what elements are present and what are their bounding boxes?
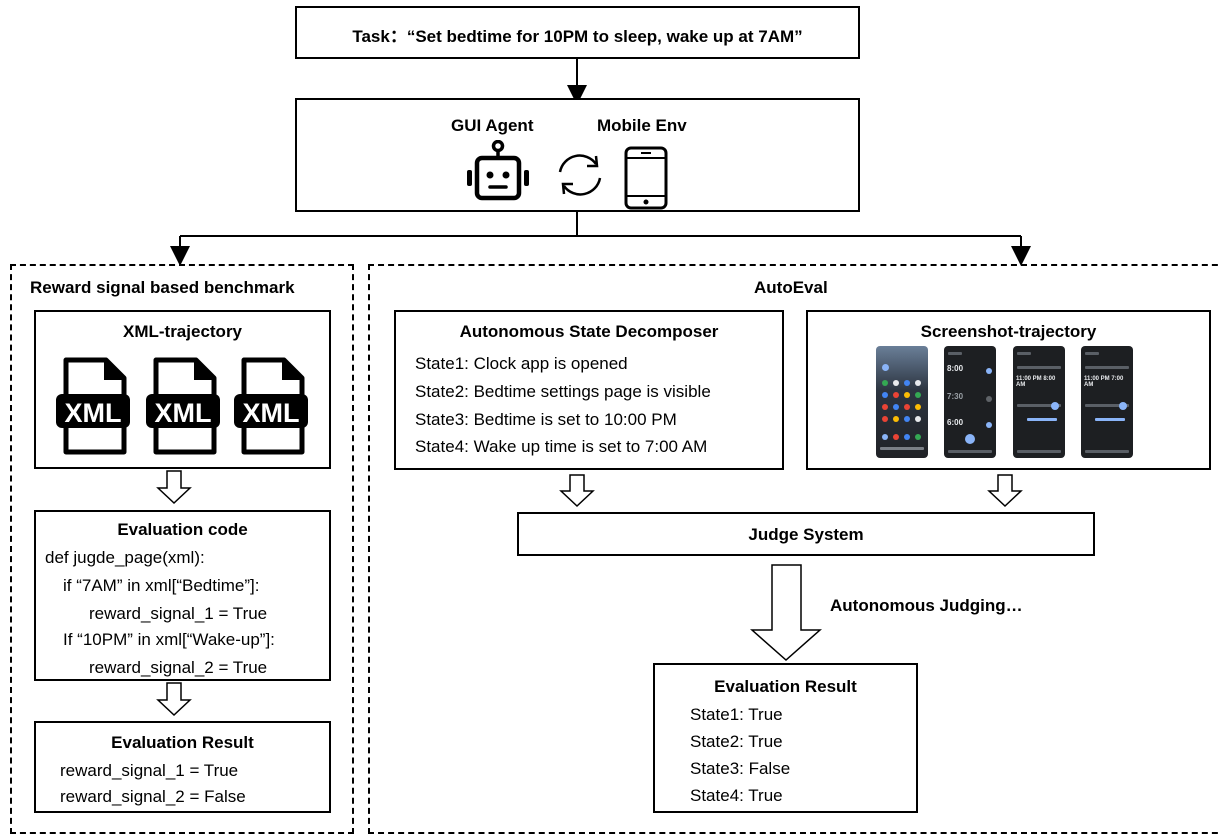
xml-trajectory-box: XML-trajectory XML XML XML bbox=[34, 310, 331, 469]
alarm-time: 6:00 bbox=[947, 418, 964, 427]
autonomous-judging-label: Autonomous Judging… bbox=[830, 596, 1023, 615]
state-item: State4: Wake up time is set to 7:00 AM bbox=[415, 437, 708, 456]
phone-screenshot-home bbox=[876, 346, 928, 458]
judge-system-box: Judge System bbox=[517, 512, 1095, 556]
state-result: State4: True bbox=[690, 786, 783, 805]
task-box: Task：“Set bedtime for 10PM to sleep, wak… bbox=[295, 6, 860, 59]
code-line: reward_signal_2 = True bbox=[89, 658, 268, 677]
code-line: if “7AM” in xml[“Bedtime”]: bbox=[63, 576, 260, 595]
code-line: reward_signal_1 = True bbox=[89, 604, 268, 623]
alarm-time: 7:30 bbox=[947, 392, 964, 401]
evaluation-code-box: Evaluation code def jugde_page(xml): if … bbox=[34, 510, 331, 681]
xml-icon-label: XML bbox=[65, 398, 122, 428]
mobile-env-label: Mobile Env bbox=[597, 116, 687, 135]
screenshot-trajectory-box: Screenshot-trajectory 8:00 7:30 6:00 bbox=[806, 310, 1211, 470]
xml-file-icon: XML bbox=[56, 357, 130, 455]
hollow-arrow-decomposer-to-judge bbox=[559, 474, 595, 508]
state-result: State1: True bbox=[690, 705, 783, 724]
result-line: reward_signal_1 = True bbox=[60, 761, 239, 780]
result-line: reward_signal_2 = False bbox=[60, 787, 246, 806]
state-item: State2: Bedtime settings page is visible bbox=[415, 382, 711, 401]
hollow-arrow-judge-to-result bbox=[750, 564, 822, 662]
state-item: State1: Clock app is opened bbox=[415, 354, 628, 373]
phone-screenshot-bedtime-1: 11:00 PM 8:00 AM bbox=[1013, 346, 1065, 458]
code-line: If “10PM” in xml[“Wake-up”]: bbox=[63, 630, 275, 649]
autoeval-result-box: Evaluation Result State1: True State2: T… bbox=[653, 663, 918, 813]
left-evaluation-result-box: Evaluation Result reward_signal_1 = True… bbox=[34, 721, 331, 813]
gui-agent-label: GUI Agent bbox=[451, 116, 534, 135]
phone-screenshot-bedtime-2: 11:00 PM 7:00 AM bbox=[1081, 346, 1133, 458]
robot-icon bbox=[467, 140, 529, 201]
state-result: State3: False bbox=[690, 759, 791, 778]
alarm-time: 8:00 bbox=[947, 364, 964, 373]
xml-icon-label: XML bbox=[155, 398, 212, 428]
left-evaluation-result-title: Evaluation Result bbox=[111, 733, 254, 752]
xml-file-icon: XML bbox=[234, 357, 308, 455]
state-result: State2: True bbox=[690, 732, 783, 751]
mobile-phone-icon bbox=[624, 146, 668, 210]
xml-icon-label: XML bbox=[243, 398, 300, 428]
judge-system-title: Judge System bbox=[748, 525, 864, 544]
agent-env-box: GUI Agent Mobile Env bbox=[295, 98, 860, 212]
phone-screenshot-alarms: 8:00 7:30 6:00 bbox=[944, 346, 996, 458]
hollow-arrow-xml-to-code bbox=[156, 470, 192, 505]
state-decomposer-box: Autonomous State Decomposer State1: Cloc… bbox=[394, 310, 784, 470]
screenshot-trajectory-title: Screenshot-trajectory bbox=[920, 322, 1097, 341]
xml-file-icon: XML bbox=[146, 357, 220, 455]
task-label: Task：“Set bedtime for 10PM to sleep, wak… bbox=[352, 27, 803, 46]
hollow-arrow-code-to-result bbox=[156, 682, 192, 717]
autoeval-title: AutoEval bbox=[754, 278, 828, 297]
evaluation-code-title: Evaluation code bbox=[117, 520, 248, 539]
autoeval-result-title: Evaluation Result bbox=[714, 677, 857, 696]
code-line: def jugde_page(xml): bbox=[45, 548, 205, 567]
state-item: State3: Bedtime is set to 10:00 PM bbox=[415, 410, 677, 429]
xml-trajectory-title: XML-trajectory bbox=[122, 322, 243, 341]
bedtime-schedule: 11:00 PM 8:00 AM bbox=[1016, 376, 1056, 388]
state-decomposer-title: Autonomous State Decomposer bbox=[459, 322, 719, 341]
bedtime-schedule: 11:00 PM 7:00 AM bbox=[1084, 376, 1124, 388]
reward-benchmark-title: Reward signal based benchmark bbox=[30, 278, 295, 297]
sync-icon bbox=[558, 154, 602, 196]
hollow-arrow-screenshots-to-judge bbox=[987, 474, 1023, 508]
